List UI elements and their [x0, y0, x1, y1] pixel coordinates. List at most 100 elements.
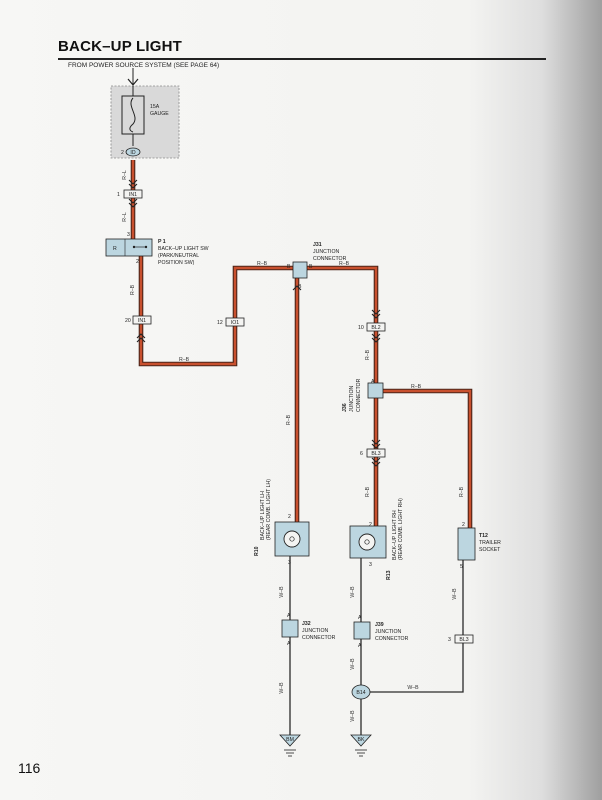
r10-lamp: 2 3 [274, 514, 310, 566]
t12-pin-top: 2 [462, 522, 465, 528]
fuse-connector-label: ID [130, 150, 135, 156]
j36-junction: A [367, 379, 384, 399]
j31-pin-left: B [287, 264, 291, 270]
j39-line2: CONNECTOR [375, 636, 409, 642]
fuse-icon [121, 95, 145, 135]
j31-pin-right: B [309, 264, 313, 270]
b14-code: B14 [356, 690, 365, 696]
connector-in1-top-id: IN1 [129, 192, 137, 198]
source-arrow [127, 68, 139, 86]
fuse-box [110, 85, 180, 159]
connector-in1-top: IN1 1 [117, 189, 143, 199]
r13-line2: (REAR COMB. LIGHT RH) [398, 498, 404, 560]
r13-code: R13 [386, 570, 392, 580]
wire-label-w-b-b14: W–B [407, 685, 419, 691]
connector-io1-id: IO1 [231, 320, 239, 326]
j31-line2: CONNECTOR [313, 256, 347, 262]
r13-pin-top: 2 [369, 522, 372, 528]
j39-line1: JUNCTION [375, 629, 401, 635]
wire-label-r-b-p1: R–B [130, 284, 136, 295]
ground-bk-code: BK [358, 737, 365, 743]
p1-line2: (PARK/NEUTRAL [158, 253, 199, 259]
connector-bl2: BL2 10 [358, 322, 386, 332]
j39-junction: A A [353, 615, 371, 649]
wire-label-r-b-top-right: R–B [339, 261, 350, 267]
wire-chevrons [128, 179, 381, 533]
j32-pin-bottom: A [287, 641, 291, 647]
source-note: FROM POWER SOURCE SYSTEM (SEE PAGE 64) [68, 62, 220, 69]
t12-code: T12 [479, 533, 488, 539]
j36-line1: JUNCTION [349, 386, 355, 412]
j31-pin-bottom: B [298, 284, 302, 290]
ground-wires [289, 556, 464, 735]
wire-label-r-l-1: R–L [122, 170, 128, 180]
j39-pin-bottom: A [358, 643, 362, 649]
connector-in1-bottom-id: IN1 [138, 318, 146, 324]
wire-label-w-b-j39: W–B [350, 658, 356, 670]
wire-label-w-b-bm: W–B [279, 682, 285, 694]
j32-junction: A A [281, 613, 299, 647]
t12-trailer-socket: 2 5 [457, 522, 476, 570]
connector-bl3-upper-id: BL3 [371, 451, 380, 457]
j32-line2: CONNECTOR [302, 635, 336, 641]
connector-bl2-id: BL2 [371, 325, 380, 331]
ground-bk: BK [350, 734, 372, 757]
wire-label-r-b-r10: R–B [286, 414, 292, 425]
page-title: BACK–UP LIGHT [58, 38, 182, 55]
p1-line3: POSITION SW) [158, 260, 195, 266]
r10-line1: BACK–UP LIGHT LH [260, 491, 266, 540]
wire-label-r-l-2: R–L [122, 212, 128, 222]
t12-pin-bottom: 5 [460, 564, 463, 570]
page-number: 116 [18, 760, 41, 776]
p1-pin-r: R [113, 246, 117, 252]
r10-pin-top: 2 [288, 514, 291, 520]
wire-label-r-b-r13: R–B [365, 486, 371, 497]
connector-in1-bottom: IN1 20 [125, 315, 152, 325]
connector-io1: IO1 12 [217, 317, 245, 327]
wire-label-r-b-bl2: R–B [365, 349, 371, 360]
r10-code: R10 [254, 546, 260, 556]
j39-pin-top: A [358, 615, 362, 621]
t12-line1: TRAILER [479, 540, 501, 546]
title-rule [58, 58, 546, 60]
connector-bl3-lower-id: BL3 [459, 637, 468, 643]
j32-pin-top: A [287, 613, 291, 619]
connector-bl3-lower: BL3 3 [448, 634, 474, 644]
ground-bm-code: BM [286, 737, 294, 743]
p1-pin-bottom: 2 [136, 259, 139, 265]
connector-bl3-lower-pin: 3 [448, 637, 451, 643]
red-wires [130, 160, 473, 530]
wire-label-w-b-r10: W–B [279, 586, 285, 598]
wire-label-r-b-t12: R–B [459, 486, 465, 497]
j32-line1: JUNCTION [302, 628, 328, 634]
connector-in1-bottom-pin: 20 [125, 318, 131, 324]
j31-line1: JUNCTION [313, 249, 339, 255]
wire-label-r-b-j36: R–B [411, 384, 422, 390]
fuse-connector: ID [125, 147, 141, 157]
j36-pin: A [371, 379, 375, 385]
fuse-rating: 15A [150, 104, 160, 110]
j36-line2: CONNECTOR [356, 378, 362, 412]
connector-in1-top-pin: 1 [117, 192, 120, 198]
b14-splice: B14 [351, 684, 371, 700]
p1-code: P 1 [158, 239, 166, 245]
j36-code: J36 [342, 403, 348, 412]
p1-pin-top: 3 [127, 232, 130, 238]
j31-junction: B B B [287, 261, 313, 290]
wire-label-r-b-top-left: R–B [257, 261, 268, 267]
r13-lamp: 2 3 [349, 522, 387, 568]
fuse-pin: 2 [121, 150, 124, 156]
j32-code: J32 [302, 621, 311, 627]
wire-label-w-b-bk: W–B [350, 710, 356, 722]
r10-pin-bottom: 3 [288, 560, 291, 566]
fuse-name: GAUGE [150, 111, 169, 117]
connector-bl2-pin: 10 [358, 325, 364, 331]
ground-bm: BM [279, 734, 301, 757]
wire-label-w-b-r13: W–B [350, 586, 356, 598]
t12-line2: SOCKET [479, 547, 501, 553]
j39-code: J39 [375, 622, 384, 628]
connector-bl3-upper: BL3 6 [360, 448, 386, 458]
r13-pin-bottom: 3 [369, 562, 372, 568]
